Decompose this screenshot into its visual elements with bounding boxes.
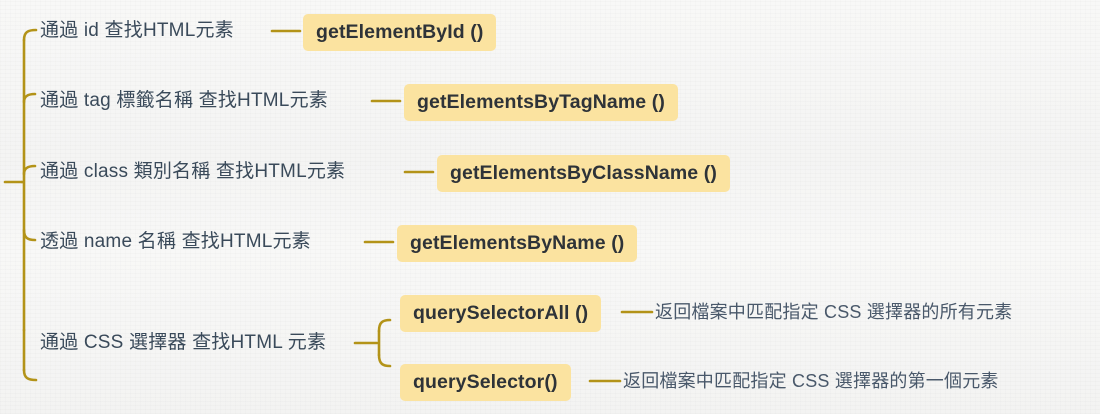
branch-curve-by-tag xyxy=(22,92,37,104)
branch-label-by-name[interactable]: 透過 name 名稱 查找HTML元素 xyxy=(40,231,311,252)
branch-curve-by-class xyxy=(22,164,37,176)
method-badge-get-element-by-id[interactable]: getElementById () xyxy=(303,14,497,51)
method-badge-query-selector[interactable]: querySelector() xyxy=(400,364,571,401)
subbranch-curve-top xyxy=(377,318,392,333)
branch-curve-by-id xyxy=(22,28,38,42)
method-badge-get-elements-by-tag-name[interactable]: getElementsByTagName () xyxy=(404,84,678,121)
subbranch-curve-bottom xyxy=(377,353,392,368)
branch-label-by-css-selector[interactable]: 通過 CSS 選擇器 查找HTML 元素 xyxy=(40,332,327,353)
description-query-selector-all: 返回檔案中匹配指定 CSS 選擇器的所有元素 xyxy=(655,302,1013,322)
description-query-selector: 返回檔案中匹配指定 CSS 選擇器的第一個元素 xyxy=(623,371,999,391)
branch-curve-by-name xyxy=(22,228,37,242)
method-badge-get-elements-by-class-name[interactable]: getElementsByClassName () xyxy=(437,155,730,192)
branch-label-by-id[interactable]: 通過 id 查找HTML元素 xyxy=(40,20,234,41)
method-badge-get-elements-by-name[interactable]: getElementsByName () xyxy=(397,225,638,262)
branch-label-by-tag[interactable]: 通過 tag 標籤名稱 查找HTML元素 xyxy=(40,90,328,111)
branch-label-by-class[interactable]: 通過 class 類別名稱 查找HTML元素 xyxy=(40,161,346,182)
method-badge-query-selector-all[interactable]: querySelectorAll () xyxy=(400,295,602,332)
branch-curve-by-css xyxy=(22,368,38,382)
